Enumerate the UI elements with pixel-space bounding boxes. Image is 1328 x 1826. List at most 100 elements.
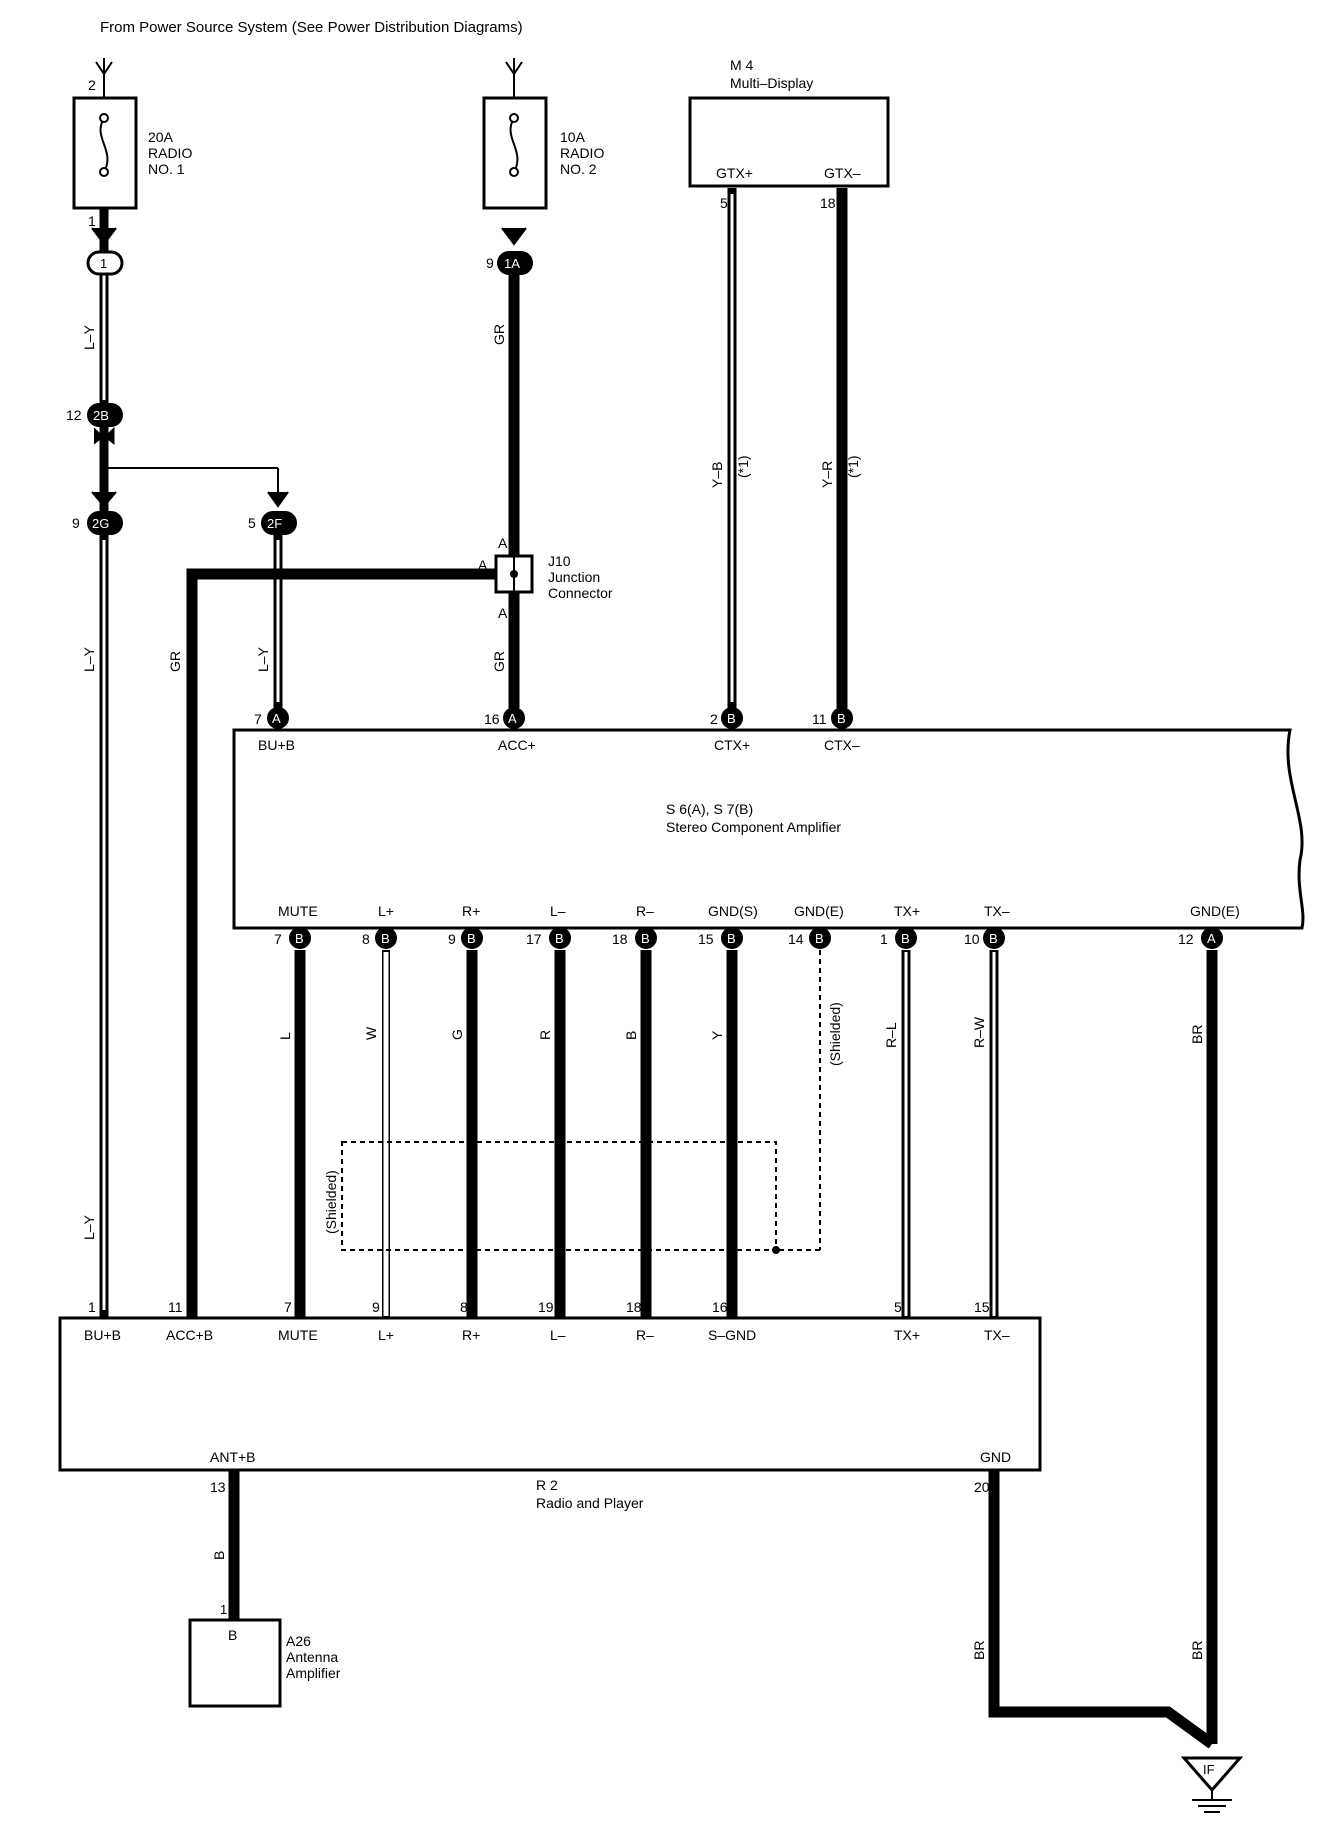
svg-text:(Shielded): (Shielded) — [323, 1170, 339, 1234]
svg-text:14: 14 — [788, 931, 804, 947]
fuse1-pin-top: 2 — [88, 77, 96, 93]
svg-text:7: 7 — [274, 931, 282, 947]
svg-text:8: 8 — [460, 1299, 468, 1315]
svg-text:GR: GR — [491, 651, 507, 672]
stereo-component-amplifier: S 6(A), S 7(B) Stereo Component Amplifie… — [232, 728, 1305, 930]
fuse-20a-radio-no1: 2 20A RADIO NO. 1 1 — [72, 58, 192, 229]
svg-text:B: B — [623, 1031, 639, 1040]
svg-text:(*1): (*1) — [845, 455, 861, 478]
svg-text:16: 16 — [484, 711, 500, 727]
svg-text:B: B — [837, 711, 846, 726]
svg-text:B: B — [641, 931, 650, 946]
svg-text:17: 17 — [526, 931, 542, 947]
svg-text:R–: R– — [636, 1327, 654, 1343]
svg-text:10: 10 — [964, 931, 980, 947]
svg-text:Y–R: Y–R — [819, 461, 835, 488]
amp-top-pin-7a: 7 A BU+B — [254, 707, 295, 753]
connector-2f: 2F — [267, 516, 282, 531]
svg-text:R+: R+ — [462, 1327, 480, 1343]
svg-text:15: 15 — [974, 1299, 990, 1315]
svg-text:L+: L+ — [378, 903, 394, 919]
radio-and-player: R 2 Radio and Player 1 11 7 9 8 19 18 16… — [58, 1299, 1042, 1511]
fuse-10a-radio-no2: 10A RADIO NO. 2 — [482, 58, 604, 210]
svg-text:A: A — [498, 605, 508, 621]
svg-text:RADIO: RADIO — [560, 145, 604, 161]
svg-text:GR: GR — [491, 324, 507, 345]
svg-text:A26: A26 — [286, 1633, 311, 1649]
fuse1-pin-bottom: 1 — [88, 213, 96, 229]
svg-text:(Shielded): (Shielded) — [827, 1002, 843, 1066]
svg-text:1: 1 — [220, 1602, 227, 1617]
connector-1a: 1A — [504, 256, 520, 271]
svg-text:TX–: TX– — [984, 1327, 1010, 1343]
svg-text:MUTE: MUTE — [278, 903, 318, 919]
svg-text:8: 8 — [362, 931, 370, 947]
svg-text:16: 16 — [712, 1299, 728, 1315]
svg-text:9: 9 — [372, 1299, 380, 1315]
svg-text:Radio and Player: Radio and Player — [536, 1495, 644, 1511]
svg-text:L–Y: L–Y — [255, 646, 271, 672]
svg-text:L–Y: L–Y — [81, 1214, 97, 1240]
svg-text:11: 11 — [168, 1299, 183, 1315]
svg-text:A: A — [508, 711, 517, 726]
svg-text:9: 9 — [448, 931, 456, 947]
svg-text:GTX+: GTX+ — [716, 165, 753, 181]
svg-text:1: 1 — [880, 931, 888, 947]
svg-text:L: L — [277, 1032, 293, 1040]
svg-text:S 6(A), S 7(B): S 6(A), S 7(B) — [666, 801, 753, 817]
svg-text:10A: 10A — [560, 129, 586, 145]
svg-text:TX–: TX– — [984, 903, 1010, 919]
svg-text:B: B — [815, 931, 824, 946]
svg-text:B: B — [555, 931, 564, 946]
svg-text:Y–B: Y–B — [709, 462, 725, 488]
svg-text:B: B — [901, 931, 910, 946]
svg-text:11: 11 — [812, 711, 827, 727]
signal-wires — [294, 950, 1218, 1744]
svg-text:20: 20 — [974, 1479, 990, 1495]
amp-top-pin-2b: 2 B CTX+ — [710, 707, 750, 753]
svg-text:BU+B: BU+B — [258, 737, 295, 753]
svg-text:B: B — [211, 1551, 227, 1560]
svg-text:GND(E): GND(E) — [794, 903, 844, 919]
svg-text:R–W: R–W — [971, 1016, 987, 1048]
svg-text:TX+: TX+ — [894, 1327, 920, 1343]
svg-text:IF: IF — [1203, 1762, 1215, 1777]
svg-text:B: B — [228, 1627, 237, 1643]
svg-text:G: G — [449, 1029, 465, 1040]
svg-text:R–L: R–L — [883, 1022, 899, 1048]
svg-text:19: 19 — [538, 1299, 554, 1315]
antenna-amplifier: 1 B A26 Antenna Amplifier — [188, 1602, 341, 1708]
svg-text:R: R — [537, 1030, 553, 1040]
svg-text:NO. 1: NO. 1 — [148, 161, 185, 177]
header-text: From Power Source System (See Power Dist… — [100, 19, 523, 36]
svg-text:J10: J10 — [548, 553, 571, 569]
svg-text:S–GND: S–GND — [708, 1327, 756, 1343]
svg-text:5: 5 — [720, 195, 728, 211]
connector-2b: 2B — [93, 408, 109, 423]
svg-text:12: 12 — [1178, 931, 1194, 947]
svg-text:ANT+B: ANT+B — [210, 1449, 256, 1465]
svg-text:20A: 20A — [148, 129, 174, 145]
svg-text:Stereo Component Amplifier: Stereo Component Amplifier — [666, 819, 841, 835]
svg-text:R+: R+ — [462, 903, 480, 919]
svg-text:RADIO: RADIO — [148, 145, 192, 161]
svg-text:5: 5 — [248, 515, 256, 531]
svg-text:B: B — [727, 711, 736, 726]
svg-text:R 2: R 2 — [536, 1477, 558, 1493]
svg-text:5: 5 — [894, 1299, 902, 1315]
svg-text:GR: GR — [167, 651, 183, 672]
svg-text:BR: BR — [1189, 1025, 1205, 1044]
svg-text:B: B — [381, 931, 390, 946]
svg-text:L–Y: L–Y — [81, 646, 97, 672]
svg-text:12: 12 — [66, 407, 82, 423]
svg-text:Multi–Display: Multi–Display — [730, 75, 813, 91]
svg-text:GND: GND — [980, 1449, 1011, 1465]
svg-text:Y: Y — [709, 1030, 725, 1040]
connector-2g: 2G — [92, 516, 109, 531]
svg-text:W: W — [363, 1026, 379, 1040]
svg-text:7: 7 — [284, 1299, 292, 1315]
junction-connector-j10: A A A J10 Junction Connector — [478, 535, 613, 621]
svg-text:L–: L– — [550, 1327, 566, 1343]
svg-text:(*1): (*1) — [735, 455, 751, 478]
